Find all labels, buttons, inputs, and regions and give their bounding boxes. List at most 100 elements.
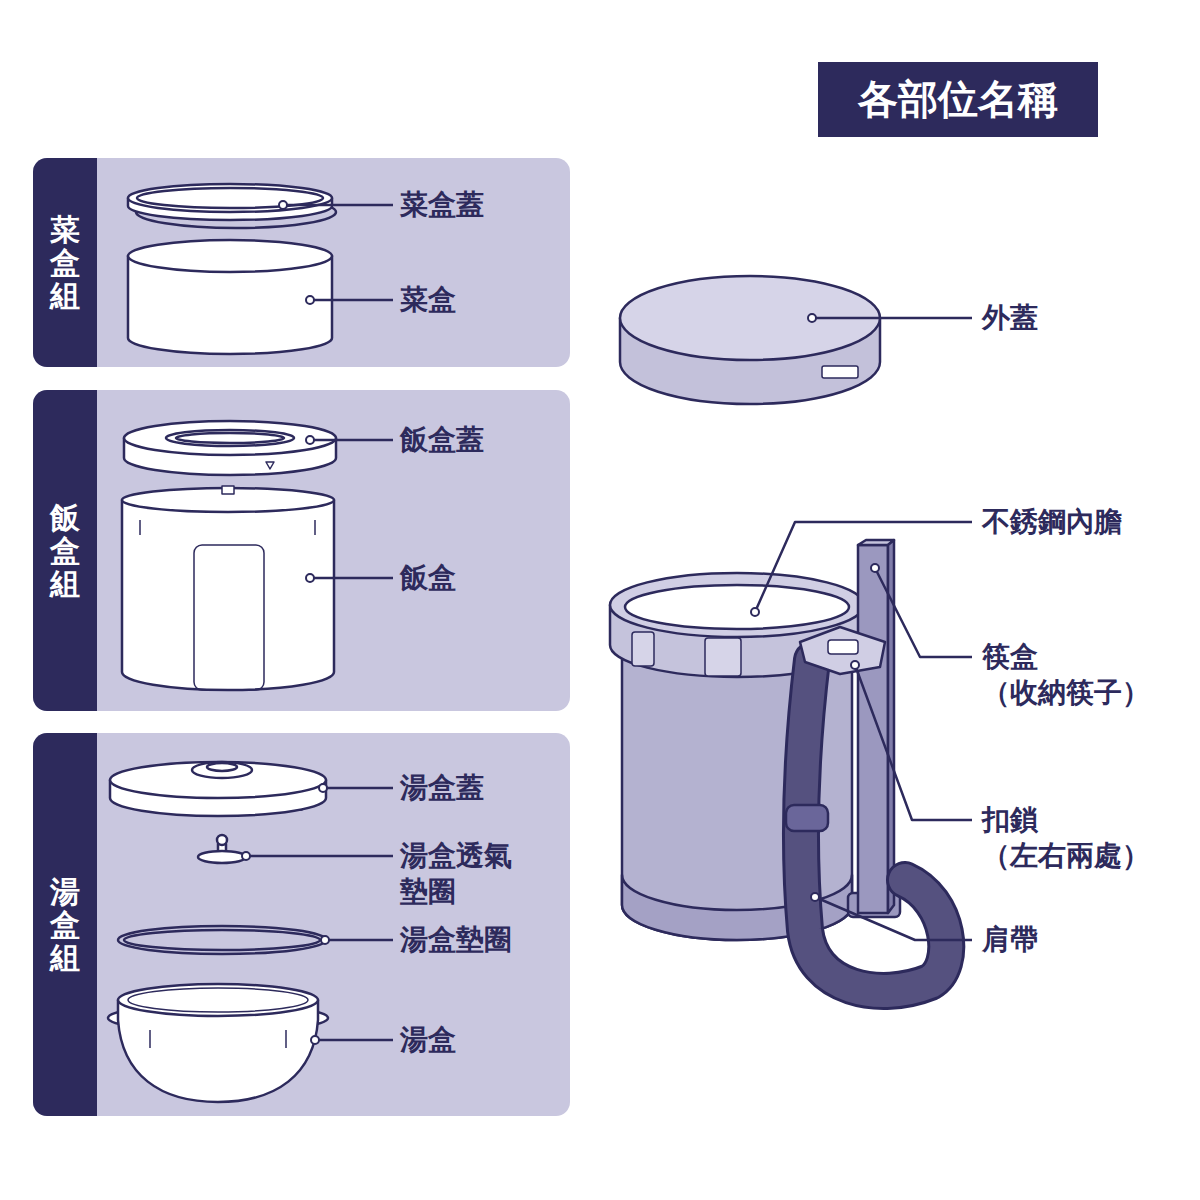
panel-ground (33, 158, 570, 1116)
leader-line (283, 204, 393, 207)
leader-dot (279, 201, 287, 209)
rice-lid (166, 430, 294, 446)
panel-ground (33, 158, 570, 367)
part-name: 筷盒 （收納筷子） (982, 639, 1150, 712)
leader-line (246, 205, 972, 1040)
group-panel: 飯盒組 (33, 390, 570, 711)
jar-body (625, 585, 849, 629)
jar-body (705, 638, 741, 676)
shoulder-strap (786, 805, 828, 831)
title: 各部位名稱 (818, 62, 1098, 137)
soup-gasket (124, 930, 320, 950)
soup-box (128, 988, 308, 1012)
vent-gasket (198, 835, 246, 863)
rice-lid (176, 433, 284, 443)
group-tab: 菜盒組 (33, 158, 97, 367)
part-name: 飯盒蓋 (400, 422, 484, 458)
dish-box (128, 240, 332, 354)
leader-line (310, 577, 393, 580)
soup-gasket (118, 926, 326, 954)
group-name: 湯盒組 (50, 875, 80, 974)
leader-line (315, 1039, 393, 1042)
soup-gasket (118, 926, 326, 954)
leader-line (755, 522, 972, 612)
leader-dot (306, 436, 314, 444)
rice-lid (124, 421, 336, 475)
group-name: 飯盒組 (50, 501, 80, 600)
jar-body (632, 632, 654, 666)
soup-box (285, 1030, 287, 1048)
soup-box (108, 984, 328, 1102)
vent-gasket (198, 851, 246, 863)
part-name: 湯盒墊圈 (400, 922, 512, 958)
leader-dot (871, 564, 879, 572)
part-name: 扣鎖 （左右兩處） (982, 802, 1150, 875)
leader-dot (811, 893, 819, 901)
jar-body (610, 573, 864, 637)
jar-body (610, 573, 864, 940)
leader-dot (751, 608, 759, 616)
part-name: 飯盒 (400, 560, 456, 596)
soup-lid (110, 762, 326, 798)
soup-box (149, 1030, 151, 1048)
rice-box (314, 520, 316, 535)
vent-gasket (217, 835, 227, 845)
leader-line (855, 665, 972, 820)
leader-dot (242, 852, 250, 860)
part-name: 菜盒 (400, 282, 456, 318)
rice-box (122, 486, 334, 690)
outer-lid (822, 366, 858, 378)
leader-line (323, 787, 393, 790)
dish-lid (128, 184, 332, 212)
soup-lid (207, 763, 237, 771)
dish-box (128, 240, 332, 272)
leader-dot (319, 784, 327, 792)
leader-line (875, 568, 972, 657)
group-name: 菜盒組 (50, 213, 80, 312)
leader-line (325, 939, 393, 942)
soup-lid (110, 762, 326, 816)
leader-dot (808, 314, 816, 322)
outer-lid (620, 276, 880, 404)
buckle (828, 640, 858, 654)
leader-dot (242, 201, 879, 1044)
rice-box (122, 500, 334, 690)
part-name: 菜盒蓋 (400, 187, 484, 223)
soup-lid (192, 762, 252, 778)
leader-line (246, 855, 393, 858)
chopstick-case (848, 540, 900, 917)
part-name: 湯盒蓋 (400, 770, 484, 806)
panel-ground (33, 733, 570, 1116)
leader-dot (306, 296, 314, 304)
part-name: 肩帶 (982, 922, 1038, 958)
part-name: 不銹鋼內膽 (982, 504, 1122, 540)
panel-ground (33, 390, 570, 711)
rice-box (194, 545, 264, 690)
rice-box (222, 486, 234, 494)
leader-dot (321, 936, 329, 944)
buckle (800, 627, 885, 674)
leader-line (812, 317, 972, 320)
soup-box (118, 984, 318, 1016)
rice-lid (124, 421, 336, 455)
leader-line (310, 299, 393, 302)
part-name: 外蓋 (982, 300, 1038, 336)
leader-dot (851, 661, 859, 669)
group-panel: 菜盒組 (33, 158, 570, 367)
part-name: 湯盒透氣 墊圈 (400, 838, 512, 911)
leader-line (310, 439, 393, 442)
part-name: 湯盒 (400, 1022, 456, 1058)
rice-lid (266, 462, 274, 469)
chopstick-case (858, 545, 888, 913)
group-tab: 飯盒組 (33, 390, 97, 711)
leader-dot (306, 574, 314, 582)
group-tab: 湯盒組 (33, 733, 97, 1116)
shoulder-strap (786, 660, 946, 991)
leader-dot (311, 1036, 319, 1044)
rice-box (139, 520, 141, 535)
buckle (800, 627, 885, 674)
leader-line (815, 897, 972, 940)
